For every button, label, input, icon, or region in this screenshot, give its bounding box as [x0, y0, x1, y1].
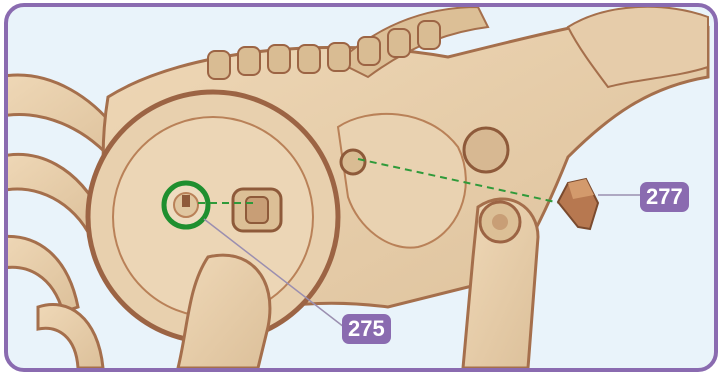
- knee-gear: [464, 128, 508, 172]
- part-277-piece: [558, 179, 598, 229]
- axle-hole-277: [341, 150, 365, 174]
- callout-277: 277: [640, 182, 689, 212]
- diagram-frame: 277 275: [4, 3, 718, 372]
- callout-275: 275: [342, 314, 391, 344]
